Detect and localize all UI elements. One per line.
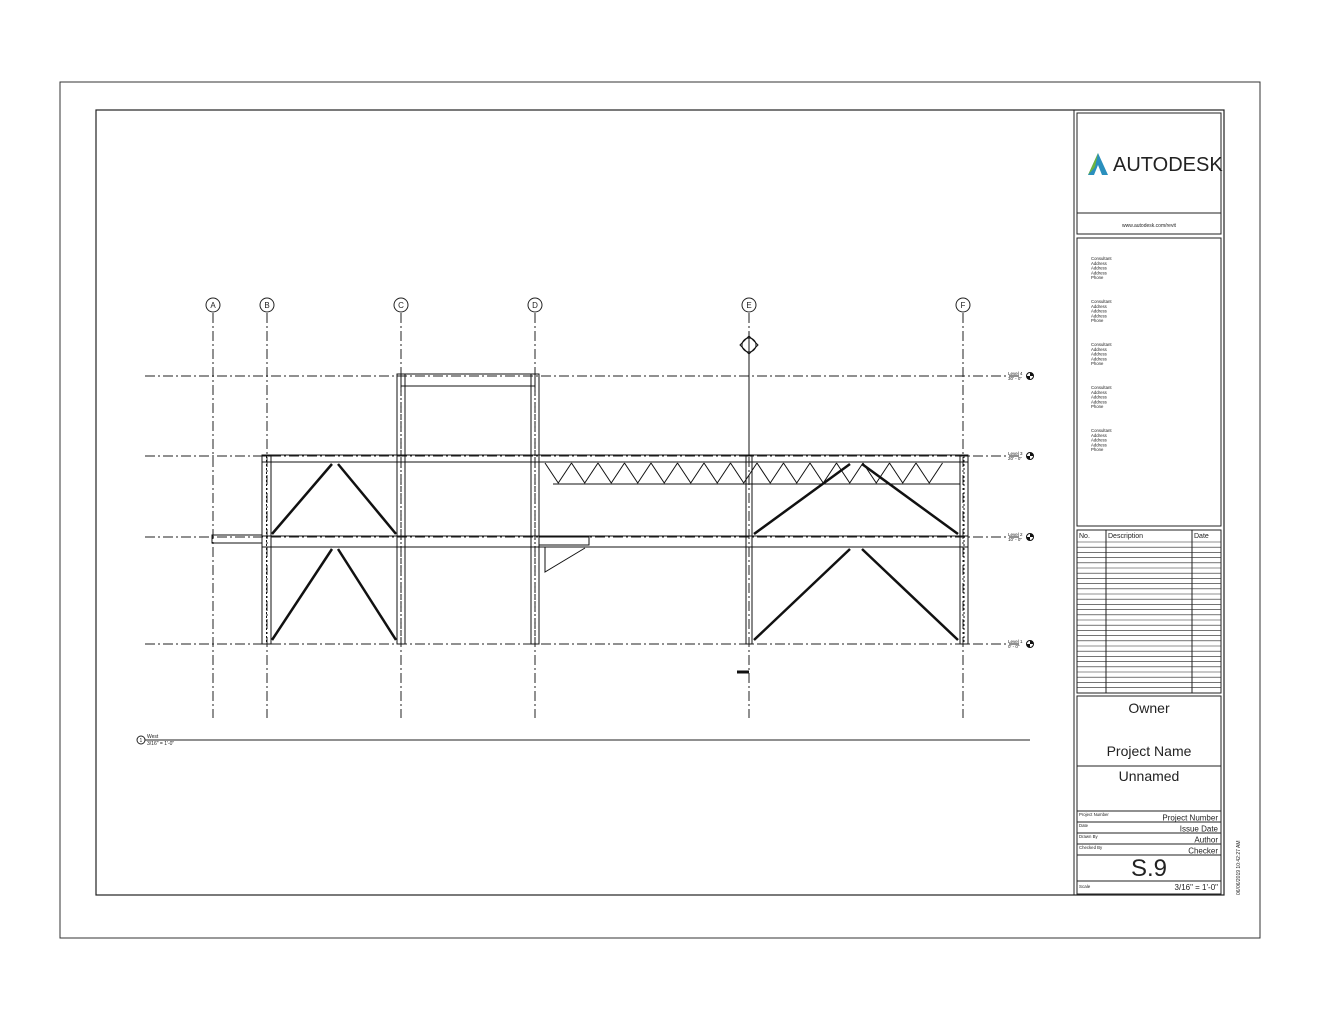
truss-web — [809, 462, 837, 484]
consultant-line: Address — [1091, 433, 1107, 438]
consultant-line: Address — [1091, 270, 1107, 275]
level-elevation: 0' - 0" — [1008, 644, 1020, 649]
level-elevation: 20' - 0" — [1008, 456, 1022, 461]
field-label: Date — [1079, 823, 1089, 828]
sheet-inner-border — [95, 109, 1225, 896]
print-timestamp: 06/06/2019 10:42:27 AM — [1236, 841, 1242, 896]
field-label: Project Number — [1079, 812, 1109, 817]
consultant-line: Address — [1091, 352, 1107, 357]
level-name: Level 3 — [1008, 451, 1023, 456]
consultant-line: Address — [1091, 438, 1107, 443]
grid-bubble-label: F — [961, 301, 966, 310]
title-block — [1076, 112, 1222, 895]
columns — [261, 373, 969, 645]
rev-description-header: Description — [1108, 533, 1143, 540]
consultant-line: Consultant — [1091, 299, 1112, 304]
level-3[interactable]: Level 320' - 0" — [145, 451, 1034, 461]
field-value: Issue Date — [1180, 825, 1219, 834]
roof-truss — [544, 462, 943, 484]
consultant-line: Address — [1091, 266, 1107, 271]
braces — [270, 462, 959, 641]
field-value: Checker — [1188, 847, 1218, 856]
grid-A[interactable]: A — [205, 297, 221, 718]
truss-web — [889, 462, 917, 484]
grid-bubble-label: E — [746, 301, 751, 310]
rev-no-header: No. — [1079, 533, 1090, 540]
level-name: Level 2 — [1008, 532, 1023, 537]
level-name: Level 4 — [1008, 371, 1023, 376]
grid-lines: A B C D E F — [205, 297, 971, 718]
grid-F[interactable]: F — [955, 297, 971, 718]
svg-text:AUTODESK: AUTODESK — [1113, 154, 1223, 176]
truss-web — [624, 462, 652, 484]
view-title[interactable]: 1 West 3/16" = 1'-0" — [136, 734, 1030, 747]
scale-label: Scale — [1079, 884, 1091, 889]
rev-date-header: Date — [1194, 533, 1209, 540]
consultant-line: Address — [1091, 309, 1107, 314]
consultant-line: Address — [1091, 442, 1107, 447]
consultant-line: Address — [1091, 347, 1107, 352]
truss-web — [571, 462, 599, 484]
sheet-name: Unnamed — [1119, 768, 1180, 784]
grid-bubble-label: A — [210, 301, 216, 310]
truss-web — [703, 462, 731, 484]
level-name: Level 1 — [1008, 639, 1023, 644]
truss-web — [677, 462, 705, 484]
consultant-line: Consultant — [1091, 428, 1112, 433]
truss-web — [915, 462, 943, 484]
consultant-line: Consultant — [1091, 256, 1112, 261]
truss-web — [650, 462, 678, 484]
consultant-line: Phone — [1091, 447, 1104, 452]
svg-text:1: 1 — [140, 738, 143, 744]
truss-web — [783, 462, 811, 484]
truss-web — [862, 462, 890, 484]
consultant-line: Address — [1091, 356, 1107, 361]
field-label: Checked By — [1079, 845, 1103, 850]
level-lines: Level 430' - 0" Level 320' - 0" Level 210'… — [145, 371, 1034, 649]
field-label: Drawn By — [1079, 834, 1098, 839]
level-elevation: 10' - 0" — [1008, 537, 1022, 542]
field-value: Project Number — [1162, 814, 1218, 823]
beams — [211, 373, 969, 573]
section-marker-icon[interactable] — [739, 332, 759, 456]
level-4[interactable]: Level 430' - 0" — [145, 371, 1034, 381]
grid-bubble-label: D — [532, 301, 538, 310]
consultant-line: Address — [1091, 313, 1107, 318]
grid-B[interactable]: B — [259, 297, 275, 718]
scale-value: 3/16" = 1'-0" — [1175, 883, 1219, 892]
svg-text:3/16" = 1'-0": 3/16" = 1'-0" — [147, 741, 174, 747]
truss-web — [544, 462, 572, 484]
grid-bubble-label: C — [398, 301, 404, 310]
consultant-line: Phone — [1091, 275, 1104, 280]
truss-web — [756, 462, 784, 484]
truss-web — [836, 462, 864, 484]
grid-bubble-label: B — [264, 301, 269, 310]
truss-web — [730, 462, 758, 484]
consultant-line: Address — [1091, 390, 1107, 395]
level-1[interactable]: Level 10' - 0" — [145, 639, 1034, 649]
consultants-list: ConsultantAddressAddressAddressPhoneCons… — [1091, 256, 1112, 452]
consultant-line: Consultant — [1091, 385, 1112, 390]
truss-web — [597, 462, 625, 484]
consultant-line: Phone — [1091, 404, 1104, 409]
website-url[interactable]: www.autodesk.com/revit — [1122, 223, 1177, 229]
svg-text:West: West — [147, 734, 159, 740]
consultant-line: Address — [1091, 304, 1107, 309]
consultant-line: Phone — [1091, 318, 1104, 323]
consultant-line: Phone — [1091, 361, 1104, 366]
autodesk-logo: AUTODESK — [1088, 153, 1223, 176]
sheet-number: S.9 — [1131, 855, 1167, 882]
consultant-line: Address — [1091, 261, 1107, 266]
consultant-line: Address — [1091, 395, 1107, 400]
owner: Owner — [1128, 700, 1170, 716]
sheet-outer-border — [59, 81, 1261, 939]
level-elevation: 30' - 0" — [1008, 376, 1022, 381]
consultant-line: Address — [1091, 399, 1107, 404]
field-value: Author — [1194, 836, 1218, 845]
project-name: Project Name — [1107, 743, 1192, 759]
structure-elevation — [211, 373, 969, 674]
consultant-line: Consultant — [1091, 342, 1112, 347]
